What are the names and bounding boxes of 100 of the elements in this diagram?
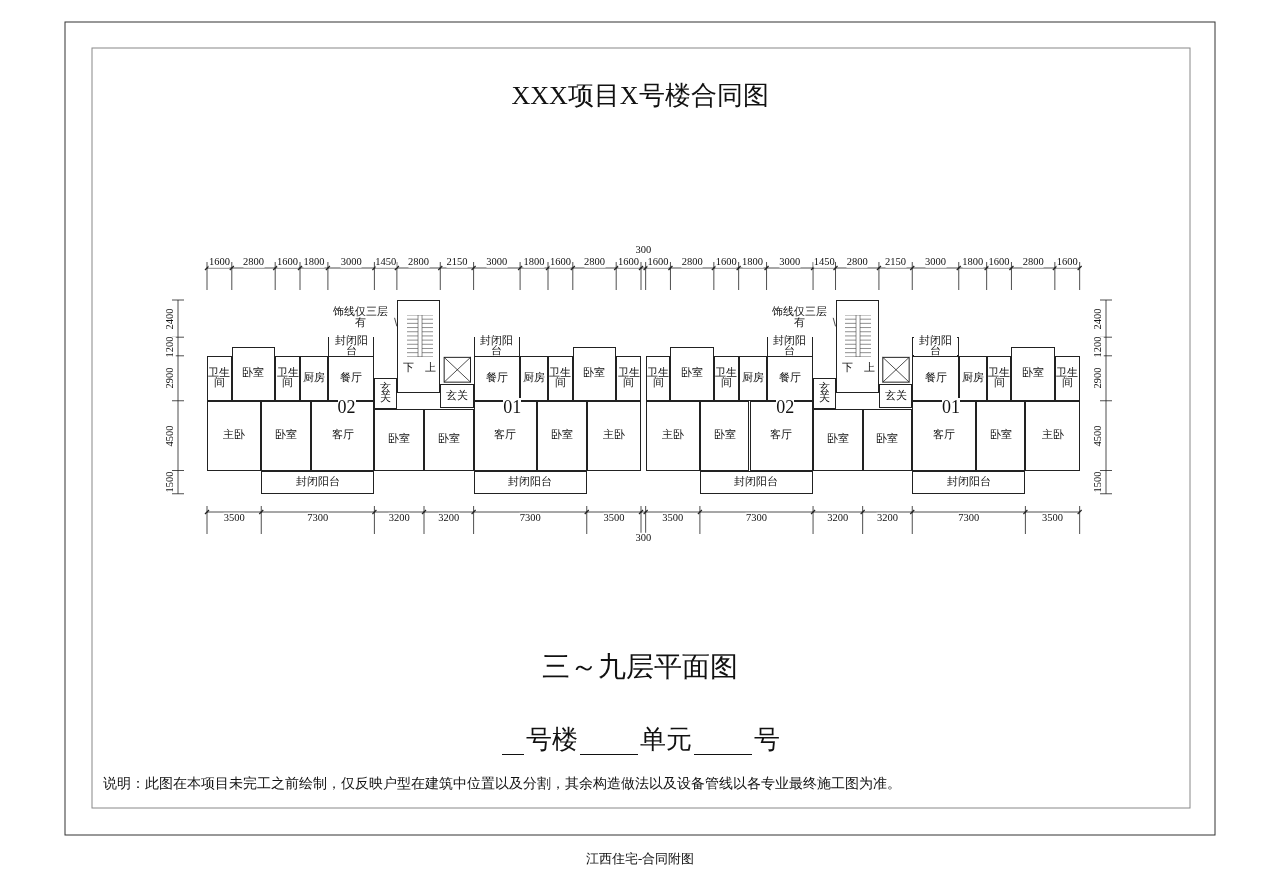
room-name: 卧室: [275, 430, 298, 441]
footer-caption: 江西住宅-合同附图: [584, 850, 696, 868]
room-outline: [1011, 346, 1055, 401]
room-outline: [616, 355, 641, 401]
room-outline: [261, 470, 375, 494]
room-name: 卧室: [876, 434, 899, 445]
room-name: 卫生间: [1056, 367, 1079, 389]
room-outline: [548, 355, 573, 401]
room-name: 封闭阳台: [946, 476, 991, 488]
room-outline: [1025, 400, 1080, 471]
dimension-text: 2800: [243, 256, 264, 268]
room-name: 卧室: [550, 430, 573, 441]
dimension-text: 3500: [223, 512, 245, 524]
stair-direction-label: 上: [424, 362, 436, 374]
room-name: 封闭阳台: [329, 336, 373, 357]
dimension-text: 1800: [962, 256, 984, 268]
dimension-text: 1600: [549, 256, 571, 268]
dimension-text: 2800: [681, 256, 703, 268]
room-name: 厨房: [741, 373, 764, 384]
dimension-text: 7300: [958, 512, 980, 524]
dimension-text: 300: [635, 244, 652, 256]
room-name: 卧室: [583, 368, 606, 379]
dimension-text: 3000: [779, 256, 801, 268]
room-name: 玄关: [445, 390, 468, 402]
dimension-text: 1600: [208, 256, 230, 268]
stair-direction-label: 下: [403, 362, 415, 374]
room-name: 封闭阳台: [768, 336, 812, 357]
room-outline: [275, 355, 300, 401]
room-outline: [699, 400, 750, 471]
room-outline: [670, 346, 714, 401]
room-name: 卫生间: [276, 367, 299, 389]
room-name: 卧室: [1022, 368, 1045, 379]
room-name: 封闭阳台: [295, 476, 340, 488]
note-text: 说明：此图在本项目未完工之前绘制，仅反映户型在建筑中位置以及分割，其余构造做法以及设备管线以各专业最终施工图为准。: [103, 775, 901, 793]
room-name: 封闭阳台: [734, 476, 779, 488]
dimension-text: 3500: [1042, 512, 1063, 524]
room-name: 厨房: [961, 373, 984, 384]
dimension-text: 1200: [1092, 336, 1104, 357]
fill-in-label: 号楼: [526, 726, 578, 755]
room-name: 卧室: [242, 368, 265, 379]
room-outline: [975, 400, 1026, 471]
room-outline: [327, 355, 375, 401]
room-outline: [766, 355, 814, 401]
room-outline: [586, 400, 641, 471]
dimension-text: 4500: [1092, 425, 1104, 447]
dimension-text: 3000: [925, 256, 946, 268]
room-outline: [912, 355, 959, 401]
room-outline: [300, 355, 328, 401]
room-name: 主卧: [661, 430, 684, 441]
room-outline: [958, 355, 987, 401]
room-name: 封闭阳台: [913, 336, 958, 357]
stair-core-outline: [396, 300, 441, 393]
dimension-text: 3000: [486, 256, 508, 268]
room-name: 客厅: [331, 430, 354, 441]
stair-core-outline: [835, 300, 879, 393]
stair-direction-label: 下: [841, 362, 853, 374]
room-name: 卧室: [681, 368, 704, 379]
room-outline: [1054, 355, 1080, 401]
room-name: 餐厅: [340, 373, 363, 384]
dimension-text: 1600: [647, 256, 669, 268]
room-name: 卧室: [388, 434, 411, 445]
room-name: 封闭阳台: [475, 336, 519, 357]
room-outline: [261, 400, 311, 471]
room-outline: [231, 346, 276, 401]
dimension-text: 1800: [742, 256, 764, 268]
room-name: 餐厅: [778, 373, 801, 384]
room-outline: [738, 355, 767, 401]
room-outline: [424, 408, 474, 471]
dimension-text: 4500: [164, 425, 176, 447]
dimension-text: 7300: [519, 512, 541, 524]
room-name: 卫生间: [647, 367, 670, 389]
dimension-text: 2150: [446, 256, 468, 268]
leader-line: [394, 317, 398, 327]
dimension-text: 1500: [164, 471, 176, 493]
room-outline: [912, 470, 1026, 494]
room-outline: [878, 383, 913, 409]
room-outline: [645, 400, 700, 471]
dimension-text: 7300: [307, 512, 329, 524]
dimension-text: 1500: [1092, 471, 1104, 493]
room-outline: [374, 377, 397, 409]
dimension-text: 1450: [813, 256, 835, 268]
room-name: 卧室: [437, 434, 460, 445]
room-name: 客厅: [933, 430, 955, 441]
room-name: 卧室: [989, 430, 1012, 441]
room-name: 卧室: [713, 430, 736, 441]
room-outline: [813, 408, 863, 471]
room-outline: [374, 408, 424, 471]
dimension-text: 3000: [340, 256, 362, 268]
room-outline: [207, 400, 262, 471]
dimension-text: 1600: [715, 256, 737, 268]
dimension-text: 3200: [876, 512, 898, 524]
room-name: 餐厅: [485, 373, 508, 384]
room-outline: [813, 377, 836, 409]
room-outline: [537, 400, 587, 471]
room-outline: [713, 355, 739, 401]
room-outline: [473, 470, 587, 494]
room-name: 客厅: [494, 430, 517, 441]
leader-line: [832, 317, 836, 327]
dimension-text: 1800: [303, 256, 325, 268]
dimension-text: 1600: [618, 256, 640, 268]
